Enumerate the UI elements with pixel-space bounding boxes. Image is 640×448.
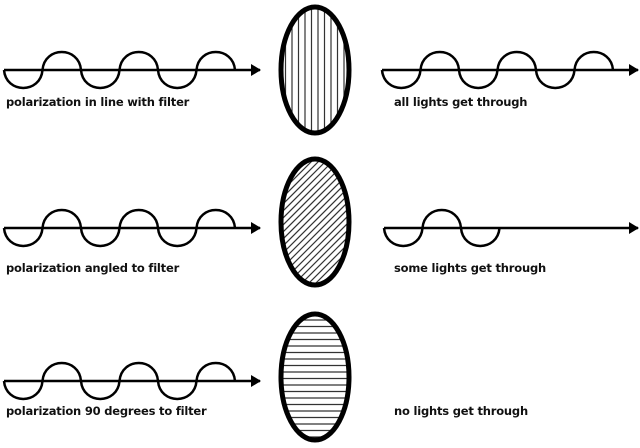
hatch-line [281,159,349,268]
hatch-line [281,188,349,285]
output-label: some lights get through [394,261,546,275]
hatch-line [281,209,349,285]
filter-hatch [284,7,345,133]
hatch-line [281,202,349,285]
hatch-line [281,216,349,285]
wave-path [380,50,615,90]
hatch-line [281,159,349,261]
wave-path [2,361,237,401]
hatch-line [281,195,349,285]
incident-wave [2,361,261,401]
row-in-line [2,4,639,136]
hatch-line [281,159,349,275]
hatch-line [281,160,349,282]
output-label: all lights get through [394,95,528,109]
hatch-line [281,159,349,233]
incident-wave [2,208,261,248]
row-angled [2,156,639,288]
transmitted-wave [380,50,639,90]
incident-wave [2,50,261,90]
input-label: polarization 90 degrees to filter [6,404,207,418]
hatch-line [281,159,349,163]
hatch-line [281,159,349,247]
row-perpendicular [2,311,352,443]
hatch-line [281,167,349,285]
filter-rim [278,311,352,443]
filter-rim [278,4,352,136]
wave-path [2,208,237,248]
polarizing-filter [278,4,352,136]
polarizing-filter [278,156,352,288]
input-label: polarization angled to filter [6,261,180,275]
hatch-line [281,181,349,285]
hatch-line [281,159,349,240]
wave-path [382,208,501,248]
hatch-line [281,174,349,285]
output-label: no lights get through [394,404,528,418]
transmitted-wave [382,208,639,248]
input-label: polarization in line with filter [6,95,190,109]
filter-hatch [281,314,349,438]
filter-rim [278,156,352,288]
hatch-line [281,159,349,170]
polarizing-filter [278,311,352,443]
wave-path [2,50,237,90]
hatch-line [281,159,349,254]
hatch-line [281,159,349,226]
